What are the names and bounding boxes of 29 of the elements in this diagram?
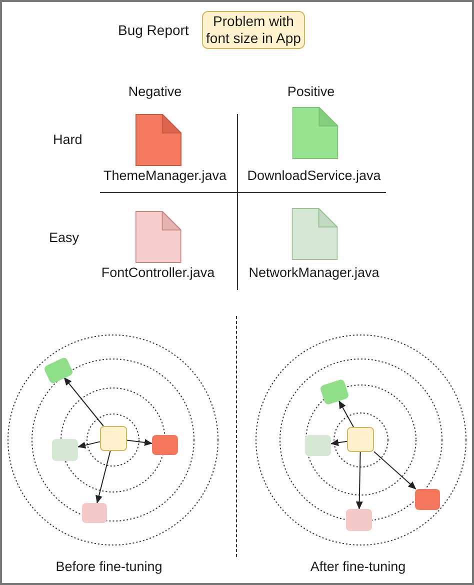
row-header: Hard [53, 132, 82, 148]
arrow [330, 439, 348, 446]
column-header: Positive [287, 84, 335, 100]
tilted-square [319, 378, 349, 406]
center-square [347, 427, 374, 452]
rounded-square [415, 489, 440, 510]
report-box: Problem with font size in App [202, 11, 305, 49]
center-square [100, 426, 127, 451]
file-name: NetworkManager.java [248, 265, 380, 281]
file-name: DownloadService.java [247, 168, 381, 184]
file-name: ThemeManager.java [103, 168, 227, 184]
file-name: FontController.java [101, 265, 215, 281]
arrow [338, 400, 354, 428]
arrow [356, 452, 363, 510]
side-label: Bug Report [118, 22, 189, 38]
rounded-square [52, 439, 78, 461]
arrow [96, 450, 111, 504]
arrow [78, 441, 100, 449]
panel-caption: After fine-tuning [310, 559, 406, 575]
rounded-square [305, 435, 331, 456]
rounded-square [346, 509, 372, 531]
column-header: Negative [128, 84, 182, 100]
arrow [374, 451, 416, 490]
panel-caption: Before fine-tuning [56, 559, 162, 575]
rounded-square [82, 503, 107, 523]
rounded-square [152, 435, 178, 455]
row-header: Easy [49, 230, 80, 246]
arrow [64, 377, 104, 426]
arrow [126, 438, 152, 446]
